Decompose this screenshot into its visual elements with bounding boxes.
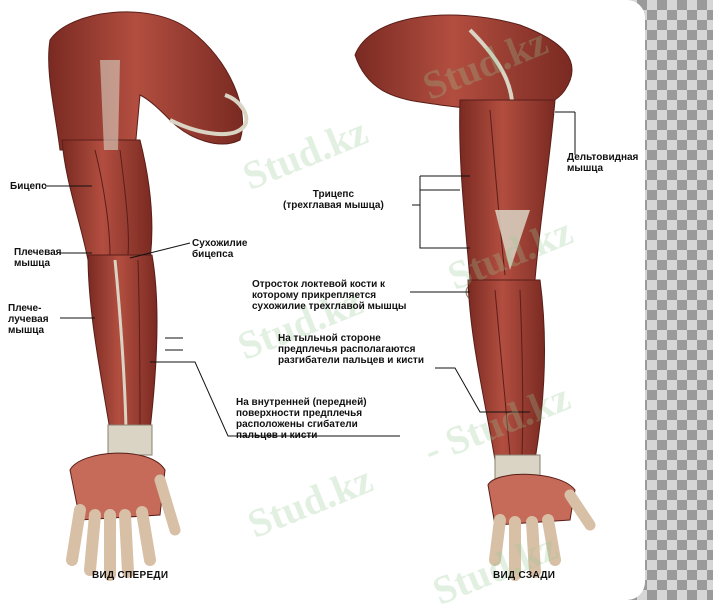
- label-biceps-tendon: Сухожилие бицепса: [192, 238, 248, 260]
- front-arm-figure: [48, 11, 249, 581]
- label-olecranon: Отросток локтевой кости к которому прикр…: [252, 279, 407, 312]
- back-view-label: ВИД СЗАДИ: [493, 570, 556, 581]
- front-leader-lines: [45, 185, 400, 437]
- label-flexors: На внутренней (передней) поверхности пре…: [236, 397, 367, 441]
- label-deltoid: Дельтовидная мышца: [567, 152, 639, 174]
- label-extensors: На тыльной стороне предплечья располагаю…: [278, 333, 424, 366]
- label-brachialis: Плечевая мышца: [14, 247, 62, 269]
- label-brachioradialis: Плече- лучевая мышца: [8, 303, 49, 336]
- back-leader-lines: [410, 111, 576, 413]
- back-arm-figure: [354, 14, 596, 581]
- anatomy-illustration: [45, 11, 596, 581]
- front-view-label: ВИД СПЕРЕДИ: [92, 570, 169, 581]
- label-biceps: Бицепс: [10, 181, 47, 192]
- label-triceps: Трицепс (трехглавая мышца): [283, 189, 384, 211]
